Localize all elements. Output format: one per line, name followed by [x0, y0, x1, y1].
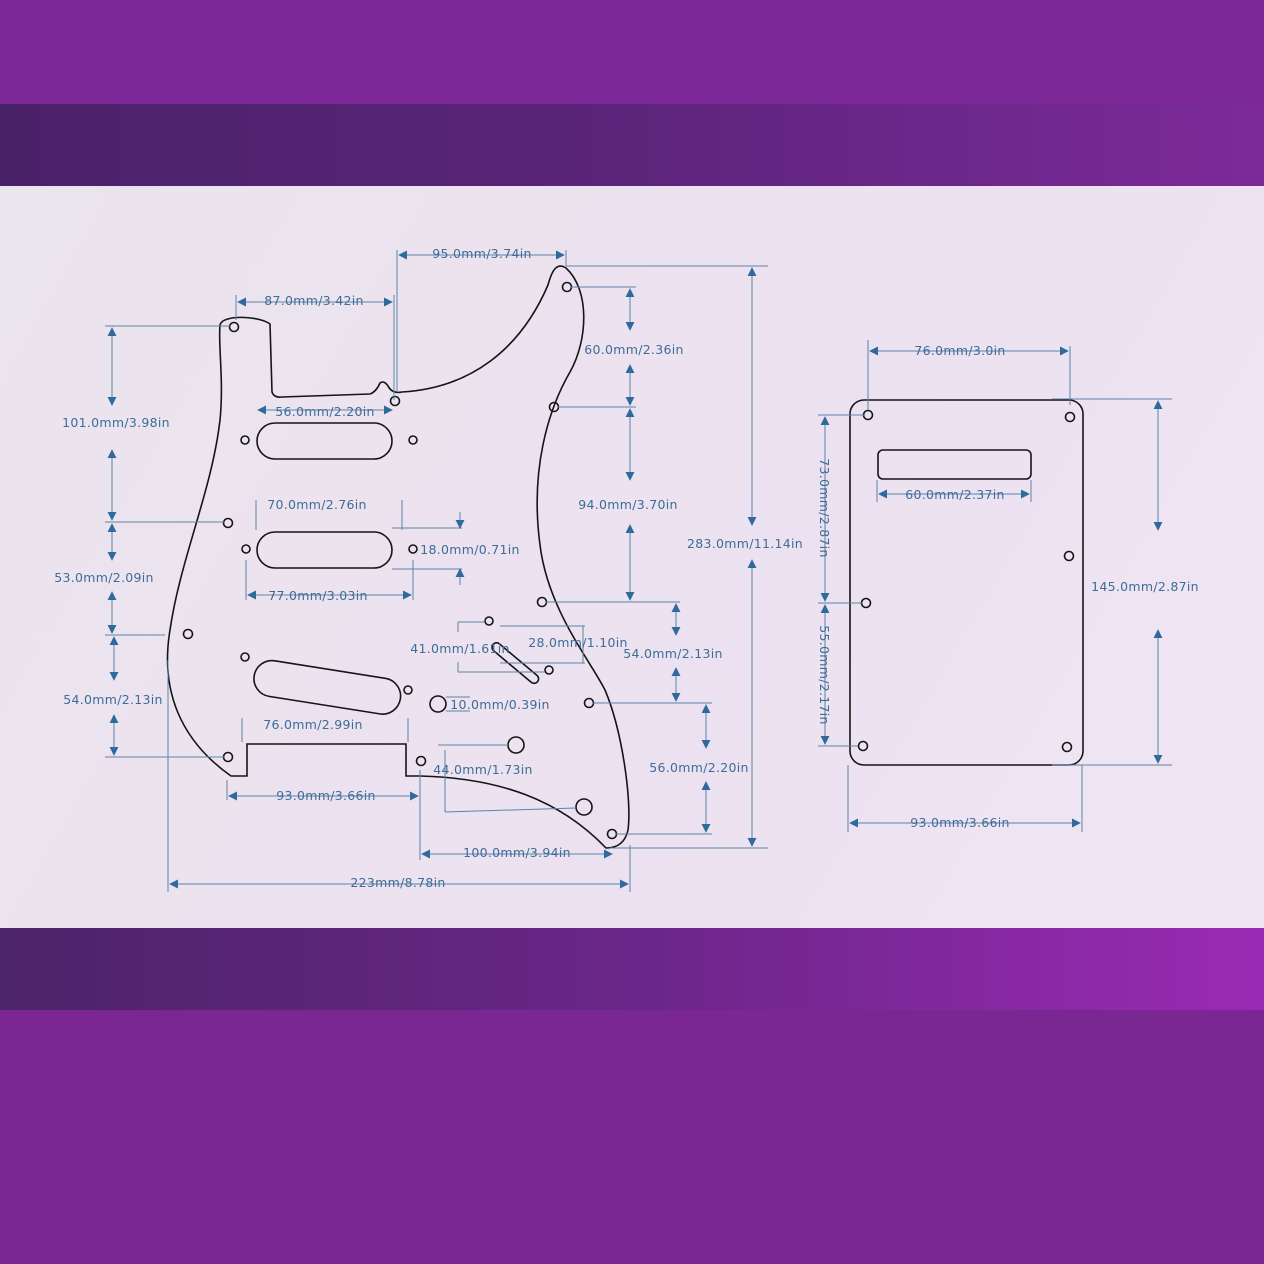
header-band [0, 104, 1264, 186]
neck-pickup-cutout [256, 422, 393, 460]
dim-pickup-height: 18.0mm/0.71in [420, 542, 520, 557]
backplate-outline [849, 399, 1084, 766]
dimensions: 95.0mm/3.74in 87.0mm/3.42in 101.0mm/3.98… [54, 246, 1199, 892]
dim-top-hole-to-mid: 101.0mm/3.98in [62, 415, 170, 430]
dim-right-mid: 94.0mm/3.70in [578, 497, 678, 512]
backplate-holes [857, 409, 1076, 753]
top-band [0, 0, 1264, 104]
dim-bottom-right: 100.0mm/3.94in [463, 845, 571, 860]
dim-right-bottom: 56.0mm/2.20in [649, 760, 749, 775]
dim-right-top: 60.0mm/2.36in [584, 342, 684, 357]
backplate [849, 399, 1084, 766]
dim-total-height: 283.0mm/11.14in [687, 536, 803, 551]
dim-neck-pickup: 56.0mm/2.20in [275, 404, 375, 419]
dim-mid-pickup-outer: 70.0mm/2.76in [267, 497, 367, 512]
dim-notch-width: 76.0mm/2.99in [263, 717, 363, 732]
pickguard [166, 265, 630, 849]
dim-backplate-width: 93.0mm/3.66in [910, 815, 1010, 830]
dim-backplate-left-lower: 55.0mm/2.17in [817, 625, 832, 725]
dim-mid-pickup-holes: 77.0mm/3.03in [268, 588, 368, 603]
dim-left-mid: 53.0mm/2.09in [54, 570, 154, 585]
dim-pots: 44.0mm/1.73in [433, 762, 533, 777]
dim-switch-slot: 28.0mm/1.10in [528, 635, 628, 650]
dim-backplate-left-upper: 73.0mm/2.87in [817, 458, 832, 558]
dim-top-width: 95.0mm/3.74in [432, 246, 532, 261]
middle-pickup-cutout [256, 531, 393, 569]
dim-bottom-left: 93.0mm/3.66in [276, 788, 376, 803]
bridge-pickup-cutout [253, 659, 402, 715]
backplate-slot [877, 449, 1032, 480]
dim-switch-holes: 41.0mm/1.61in [410, 641, 510, 656]
dim-right-low: 54.0mm/2.13in [623, 646, 723, 661]
footer-band [0, 928, 1264, 1010]
pickguard-outline [166, 265, 630, 849]
bottom-band [0, 1010, 1264, 1264]
dim-backplate-height: 145.0mm/2.87in [1091, 579, 1199, 594]
dim-horn-width: 87.0mm/3.42in [264, 293, 364, 308]
dim-backplate-top-holes: 76.0mm/3.0in [914, 343, 1005, 358]
dim-jack-hole: 10.0mm/0.39in [450, 697, 550, 712]
dim-left-low: 54.0mm/2.13in [63, 692, 163, 707]
mounting-holes [182, 281, 618, 840]
dim-backplate-slot: 60.0mm/2.37in [905, 487, 1005, 502]
switch-slot [491, 642, 540, 685]
dim-total-width: 223mm/8.78in [350, 875, 445, 890]
